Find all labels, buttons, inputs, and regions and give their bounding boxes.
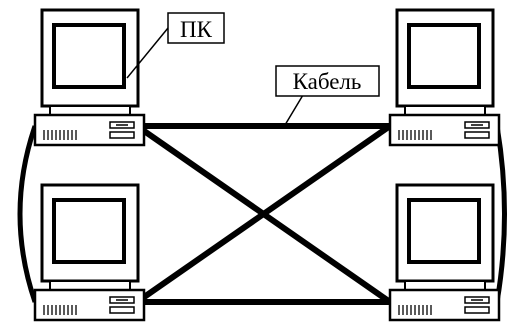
cable-label-leader (285, 95, 303, 125)
desktop-computer-icon (35, 185, 144, 320)
desktop-computer-icon (390, 185, 499, 320)
cable-left (20, 126, 35, 302)
pc-bottom-left (35, 185, 144, 320)
pc-label-text: ПК (180, 17, 213, 42)
cable-label: Кабель (276, 66, 379, 125)
pc-bottom-right (390, 185, 499, 320)
desktop-computer-icon (390, 10, 499, 145)
pc-label: ПК (127, 13, 224, 78)
cable-right (497, 126, 505, 302)
pc-top-right (390, 10, 499, 145)
cable-label-text: Кабель (293, 69, 362, 94)
